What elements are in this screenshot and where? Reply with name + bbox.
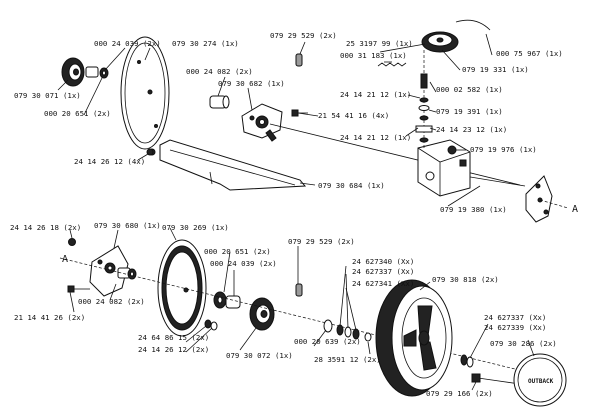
label-079-30-286: 079 30 286 (2x): [490, 339, 557, 348]
label-000-75-967: 000 75 967 (1x): [496, 49, 563, 58]
label-079-30-269: 079 30 269 (1x): [162, 223, 229, 232]
bolt-lower-left: [67, 285, 90, 293]
label-079-19-331: 079 19 331 (1x): [462, 65, 529, 74]
axle-line-lower: [59, 257, 561, 381]
hub-cap-logo: OUTBACK: [528, 378, 554, 385]
label-24-14-23-12: 24 14 23 12 (1x): [436, 125, 507, 134]
label-079-19-380: 079 19 380 (1x): [440, 205, 507, 214]
label-a-right: A: [572, 204, 578, 215]
label-000-20-651-upper: 000 20 651 (2x): [44, 109, 111, 118]
label-24-14-26-12-lower: 24 14 26 12 (2x): [138, 345, 209, 354]
side-plate-right: [525, 175, 569, 223]
sprocket-gear-lower: [249, 297, 275, 331]
gearbox: [417, 139, 471, 197]
label-000-31-183: 000 31 183 (1x): [340, 51, 407, 60]
label-a-left: A: [62, 254, 68, 265]
label-21-14-41-26: 21 14 41 26 (2x): [14, 313, 85, 322]
height-adjuster-upper: [241, 103, 283, 142]
label-24-627340: 24 627340 (Xx): [352, 257, 414, 266]
label-000-24-082-lower: 000 24 082 (2x): [78, 297, 145, 306]
washer-nut-lower: [204, 319, 218, 331]
label-000-02-582: 000 02 582 (1x): [436, 85, 503, 94]
hub-cap: OUTBACK: [513, 353, 567, 407]
pulley: [421, 31, 459, 53]
label-21-54-41-16: 21 54 41 16 (4x): [318, 111, 389, 120]
label-000-24-039-lower: 000 24 039 (2x): [210, 259, 277, 268]
clip-pin-upper: [295, 53, 303, 67]
label-079-30-680: 079 30 680 (1x): [94, 221, 161, 230]
hub-cover-disc-upper: [120, 36, 170, 150]
sprocket-gear-lower-small: [213, 291, 227, 309]
label-079-30-274: 079 30 274 (1x): [172, 39, 239, 48]
label-24-627341: 24 627341 (Xx): [352, 279, 414, 288]
label-24-64-86-15: 24 64 86 15 (2x): [138, 333, 209, 342]
height-adjuster-lower: [89, 245, 129, 297]
label-079-30-071: 079 30 071 (1x): [14, 91, 81, 100]
label-24-14-26-18: 24 14 26 18 (2x): [10, 223, 81, 232]
label-079-30-684: 079 30 684 (1x): [318, 181, 385, 190]
label-000-24-082-upper: 000 24 082 (2x): [186, 67, 253, 76]
nut-upper-left: [146, 148, 154, 156]
label-25-3197-99: 25 3197 99 (1x): [346, 39, 413, 48]
label-24-627337-b: 24 627337 (Xx): [484, 313, 546, 322]
label-079-29-529-upper: 079 29 529 (2x): [270, 31, 337, 40]
label-24-627337-a: 24 627337 (Xx): [352, 267, 414, 276]
label-24-14-26-12-upper: 24 14 26 12 (4x): [74, 157, 145, 166]
sprocket-gear-upper: [61, 57, 85, 87]
label-000-24-039-upper: 000 24 039 (2x): [94, 39, 161, 48]
leader-lines: [57, 33, 535, 391]
label-079-29-529-lower: 079 29 529 (2x): [288, 237, 355, 246]
label-24-14-21-12-a: 24 14 21 12 (1x): [340, 90, 411, 99]
spacer-lower: [225, 295, 241, 309]
label-24-14-21-12-b: 24 14 21 12 (1x): [340, 133, 411, 142]
label-079-30-818: 079 30 818 (2x): [432, 275, 499, 284]
label-079-30-072: 079 30 072 (1x): [226, 351, 293, 360]
bushing-cylinder-upper: [209, 95, 230, 109]
label-28-3591-12: 28 3591 12 (2x): [314, 355, 381, 364]
label-079-19-976: 079 19 976 (1x): [470, 145, 537, 154]
wheel: [375, 279, 453, 397]
label-079-19-391: 079 19 391 (1x): [436, 107, 503, 116]
label-000-20-651-lower: 000 20 651 (2x): [204, 247, 271, 256]
label-079-30-682: 079 30 682 (1x): [218, 79, 285, 88]
u-bracket-frame: [148, 139, 307, 191]
washer-set-wheel-outer: [460, 354, 474, 368]
spring: [377, 62, 407, 67]
label-000-20-639: 000 20 639 (2x): [294, 337, 361, 346]
bushing-upper: [85, 66, 109, 79]
label-24-627339: 24 627339 (Xx): [484, 323, 546, 332]
wheel-bolt: [471, 373, 521, 385]
washer-set-lower: [323, 319, 372, 342]
washer-stack: [415, 50, 433, 150]
nut-lower-left: [68, 238, 76, 246]
bushing-lower: [117, 267, 137, 280]
part-labels: 000 24 039 (2x) 079 30 274 (1x) 079 30 0…: [10, 31, 578, 398]
label-079-29-166: 079 29 166 (2x): [426, 389, 493, 398]
clip-pin-lower: [295, 283, 303, 297]
spring-clip: [455, 19, 491, 31]
